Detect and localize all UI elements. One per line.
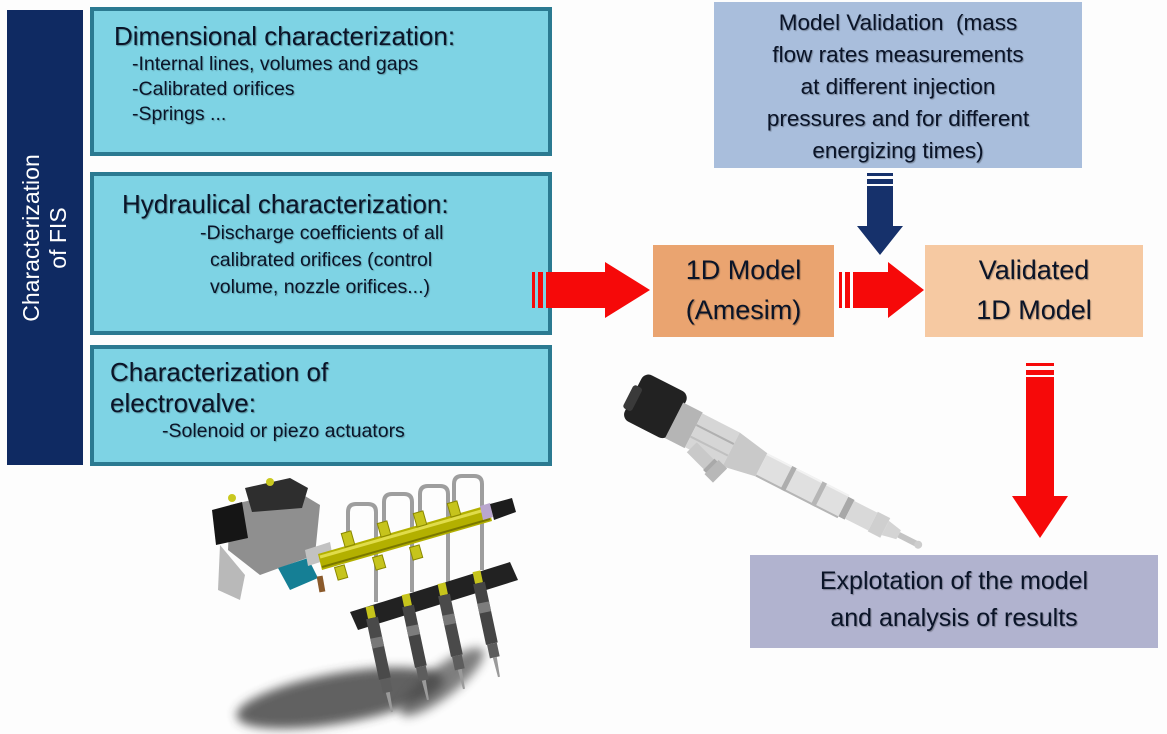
electrovalve-bullet: -Solenoid or piezo actuators [162,420,405,442]
hydraulical-bullet-line-1: -Discharge coefficients of all [200,222,444,244]
fuel-rail-image: Common-rail fuel injection system: high-… [212,474,518,729]
model-validation-line-5: energizing times) [812,138,984,163]
banner-label: Characterization of FIS [18,10,72,465]
validated-model-box: Validated 1D Model [925,245,1143,337]
dimensional-bullet-2: -Calibrated orifices [132,78,295,100]
electrovalve-characterization-box: Characterization of electrovalve: -Solen… [90,345,552,466]
arrow-characterization-to-model-icon [532,262,650,318]
hydraulical-characterization-box: Hydraulical characterization: -Discharge… [90,172,552,335]
dimensional-title: Dimensional characterization: [114,21,456,51]
dimensional-bullet-1: -Internal lines, volumes and gaps [132,53,419,75]
dimensional-bullet-3: -Springs ... [132,103,227,125]
model-validation-line-1: Model Validation (mass [778,10,1018,35]
dimensional-characterization-box: Dimensional characterization: -Internal … [90,7,552,156]
injector-row [365,570,500,713]
one-d-model-line-1: 1D Model [685,255,802,285]
hydraulical-bullet-line-2: calibrated orifices (control [210,249,433,271]
arrow-model-to-validated-icon [839,262,924,318]
one-d-model-line-2: (Amesim) [685,295,802,325]
model-validation-line-4: pressures and for different [766,106,1030,131]
explotation-line-1: Explotation of the model [819,567,1089,595]
one-d-model-box: 1D Model (Amesim) [653,245,834,337]
arrow-validated-to-explotation-icon [1012,363,1068,538]
arrow-validation-down-icon [857,173,903,255]
validated-model-line-2: 1D Model [976,295,1092,325]
injector-image: Single common-rail diesel injector [623,374,923,549]
explotation-line-2: and analysis of results [830,604,1078,632]
hydraulical-bullet-line-3: volume, nozzle orifices...) [210,276,430,298]
explotation-box: Explotation of the model and analysis of… [750,555,1158,648]
model-validation-line-3: at different injection [800,74,996,99]
electrovalve-title-line-1: Characterization of [110,357,329,387]
model-validation-line-2: flow rates measurements [772,42,1024,67]
characterization-of-fis-banner: Characterization of FIS [7,10,83,465]
hydraulical-title: Hydraulical characterization: [122,189,449,219]
validated-model-line-1: Validated [978,255,1090,285]
banner-line-2: of FIS [45,206,71,269]
model-validation-box: Model Validation (mass flow rates measur… [714,2,1082,168]
banner-line-1: Characterization [18,153,44,322]
electrovalve-title-line-2: electrovalve: [110,388,256,418]
